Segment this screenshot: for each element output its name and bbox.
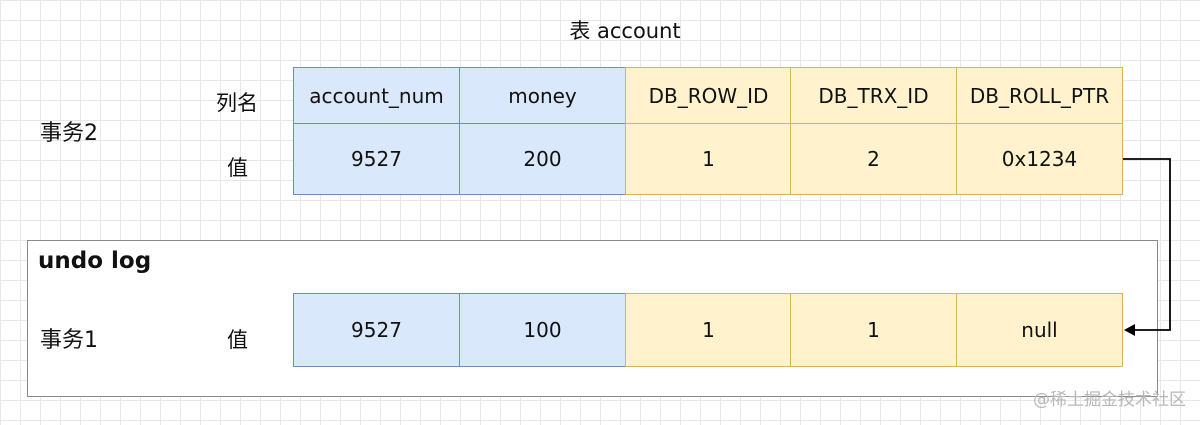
arrowhead-icon — [1124, 324, 1135, 336]
watermark: @稀土掘金技术社区 — [1033, 390, 1186, 410]
value-db-trx-id: 2 — [790, 123, 957, 195]
undo-values-row-label: 值 — [227, 328, 248, 352]
header-account-num: account_num — [293, 67, 460, 124]
value-money: 200 — [459, 123, 626, 195]
roll-pointer-line — [1123, 158, 1171, 331]
header-db-row-id: DB_ROW_ID — [625, 67, 792, 124]
undo-value-money: 100 — [459, 293, 626, 367]
undo-value-account-num: 9527 — [293, 293, 460, 367]
column-names-row-label: 列名 — [216, 91, 258, 115]
undo-value-db-row-id: 1 — [625, 293, 792, 367]
value-db-row-id: 1 — [625, 123, 792, 195]
value-db-roll-ptr: 0x1234 — [956, 123, 1123, 195]
header-db-roll-ptr: DB_ROLL_PTR — [956, 67, 1123, 124]
values-row-label: 值 — [227, 156, 248, 180]
header-db-trx-id: DB_TRX_ID — [790, 67, 957, 124]
transaction-2-label: 事务2 — [40, 121, 98, 146]
value-account-num: 9527 — [293, 123, 460, 195]
undo-value-db-trx-id: 1 — [790, 293, 957, 367]
transaction-1-label: 事务1 — [40, 328, 98, 353]
table-title: 表 account — [569, 19, 681, 43]
undo-log-title: undo log — [38, 248, 152, 274]
undo-value-db-roll-ptr: null — [956, 293, 1123, 367]
